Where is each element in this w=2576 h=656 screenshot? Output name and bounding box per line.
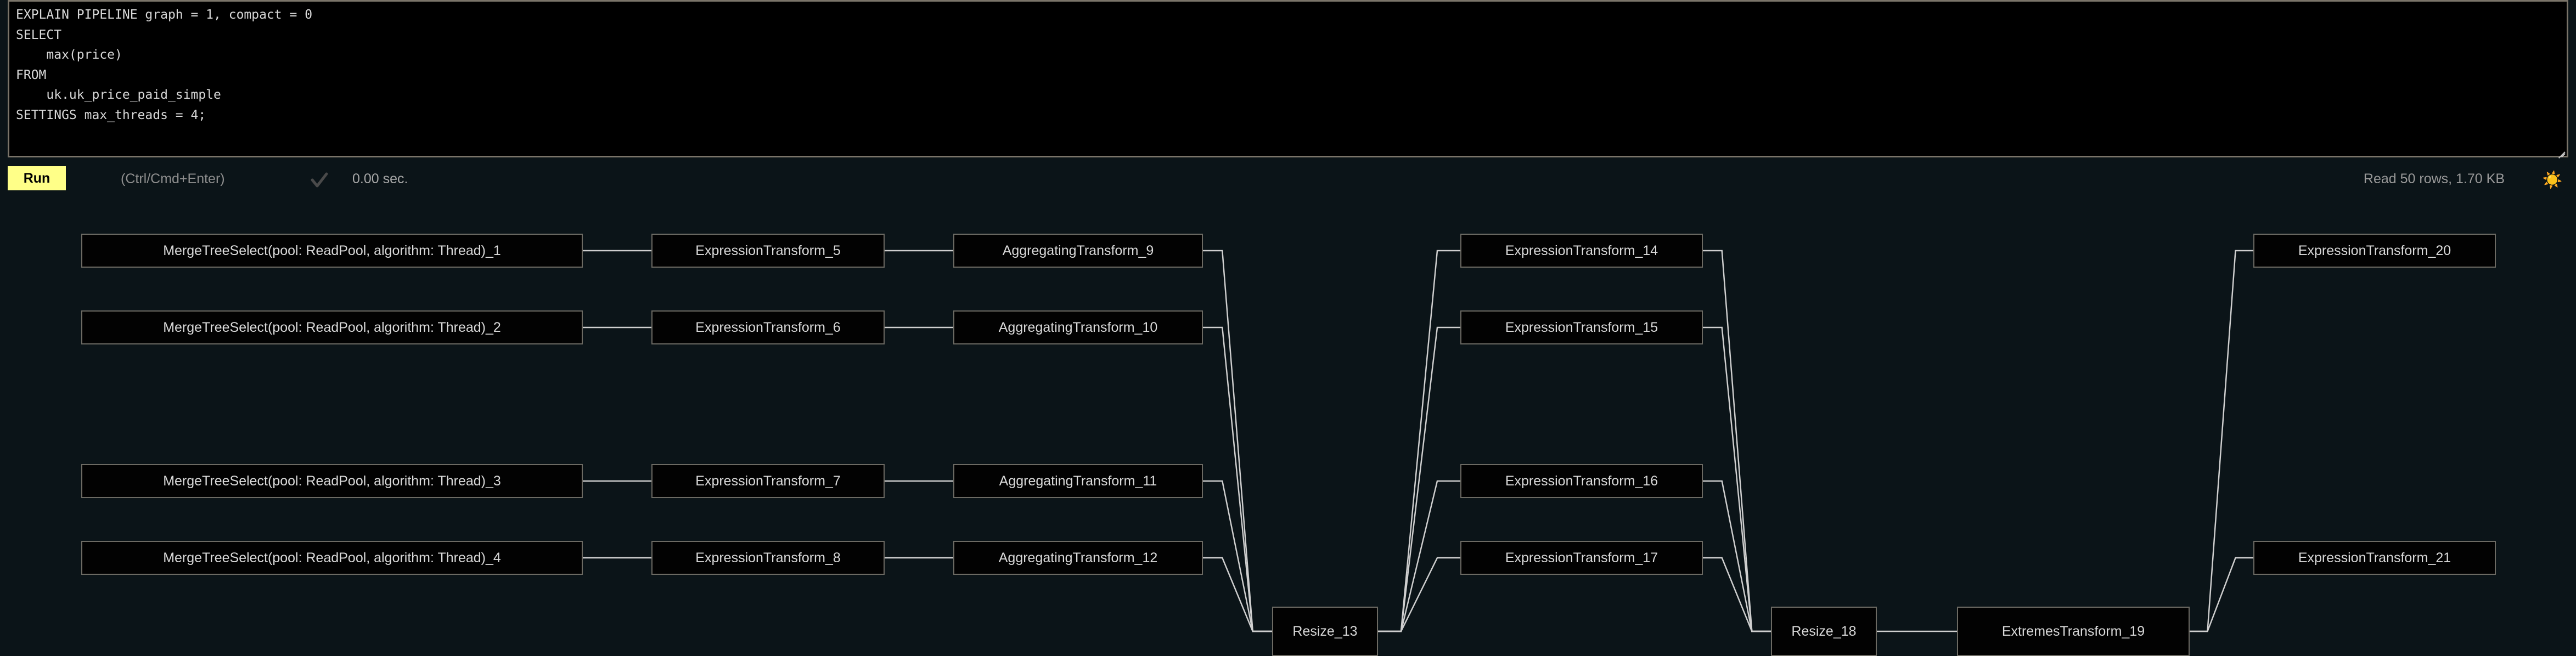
sql-query-input[interactable] xyxy=(8,0,2568,157)
check-icon xyxy=(308,169,330,191)
run-shortcut-hint: (Ctrl/Cmd+Enter) xyxy=(121,171,225,186)
run-button[interactable]: Run xyxy=(8,166,66,190)
graph-edge-agg9-to-rs13 xyxy=(1203,250,1272,632)
graph-edge-et17-to-rs18 xyxy=(1703,557,1771,632)
pipeline-graph: MergeTreeSelect(pool: ReadPool, algorith… xyxy=(0,197,2576,656)
graph-node-label: MergeTreeSelect(pool: ReadPool, algorith… xyxy=(163,319,501,335)
graph-node-label: ExpressionTransform_20 xyxy=(2298,242,2451,258)
graph-node-rs13[interactable]: Resize_13 xyxy=(1272,607,1378,656)
sql-editor-panel xyxy=(8,0,2568,159)
graph-edge-et15-to-rs18 xyxy=(1703,326,1771,632)
graph-edge-agg12-to-rs13 xyxy=(1203,557,1272,632)
read-stats-label: Read 50 rows, 1.70 KB xyxy=(2363,171,2505,186)
graph-node-mts4[interactable]: MergeTreeSelect(pool: ReadPool, algorith… xyxy=(81,541,583,575)
elapsed-time-label: 0.00 sec. xyxy=(352,171,408,186)
sun-icon[interactable]: ☀️ xyxy=(2542,171,2563,189)
graph-node-mts2[interactable]: MergeTreeSelect(pool: ReadPool, algorith… xyxy=(81,310,583,344)
graph-edge-rs13-to-et15 xyxy=(1378,326,1460,632)
graph-node-label: ExpressionTransform_15 xyxy=(1505,319,1658,335)
graph-node-et5[interactable]: ExpressionTransform_5 xyxy=(651,234,885,268)
graph-node-agg10[interactable]: AggregatingTransform_10 xyxy=(953,310,1203,344)
graph-node-label: AggregatingTransform_12 xyxy=(998,550,1158,565)
graph-edge-et14-to-rs18 xyxy=(1703,250,1771,632)
graph-node-rs18[interactable]: Resize_18 xyxy=(1771,607,1877,656)
graph-node-label: ExpressionTransform_7 xyxy=(695,473,841,489)
graph-node-label: MergeTreeSelect(pool: ReadPool, algorith… xyxy=(163,473,501,489)
graph-node-et8[interactable]: ExpressionTransform_8 xyxy=(651,541,885,575)
graph-node-label: ExpressionTransform_6 xyxy=(695,319,841,335)
graph-node-et17[interactable]: ExpressionTransform_17 xyxy=(1460,541,1703,575)
graph-node-label: ExpressionTransform_21 xyxy=(2298,550,2451,565)
graph-node-agg12[interactable]: AggregatingTransform_12 xyxy=(953,541,1203,575)
graph-node-et16[interactable]: ExpressionTransform_16 xyxy=(1460,464,1703,498)
graph-node-label: ExpressionTransform_14 xyxy=(1505,242,1658,258)
graph-edge-ex19-to-et20 xyxy=(2190,250,2253,632)
graph-edge-rs13-to-et16 xyxy=(1378,480,1460,632)
graph-node-label: ExtremesTransform_19 xyxy=(2001,623,2145,639)
graph-node-agg11[interactable]: AggregatingTransform_11 xyxy=(953,464,1203,498)
graph-node-et20[interactable]: ExpressionTransform_20 xyxy=(2253,234,2496,268)
query-toolbar: Run (Ctrl/Cmd+Enter) 0.00 sec. Read 50 r… xyxy=(0,162,2576,194)
graph-node-label: MergeTreeSelect(pool: ReadPool, algorith… xyxy=(163,550,501,565)
graph-node-label: ExpressionTransform_17 xyxy=(1505,550,1658,565)
graph-node-et21[interactable]: ExpressionTransform_21 xyxy=(2253,541,2496,575)
graph-node-et14[interactable]: ExpressionTransform_14 xyxy=(1460,234,1703,268)
graph-node-label: AggregatingTransform_11 xyxy=(999,473,1157,489)
graph-node-label: AggregatingTransform_10 xyxy=(998,319,1158,335)
graph-edge-agg10-to-rs13 xyxy=(1203,326,1272,632)
graph-edge-agg11-to-rs13 xyxy=(1203,480,1272,632)
graph-node-et7[interactable]: ExpressionTransform_7 xyxy=(651,464,885,498)
graph-edge-ex19-to-et21 xyxy=(2190,557,2253,632)
graph-node-ex19[interactable]: ExtremesTransform_19 xyxy=(1957,607,2190,656)
graph-node-agg9[interactable]: AggregatingTransform_9 xyxy=(953,234,1203,268)
graph-node-mts3[interactable]: MergeTreeSelect(pool: ReadPool, algorith… xyxy=(81,464,583,498)
graph-edge-et16-to-rs18 xyxy=(1703,480,1771,632)
graph-node-label: ExpressionTransform_5 xyxy=(695,242,841,258)
graph-node-et15[interactable]: ExpressionTransform_15 xyxy=(1460,310,1703,344)
graph-node-label: MergeTreeSelect(pool: ReadPool, algorith… xyxy=(163,242,501,258)
graph-node-label: ExpressionTransform_16 xyxy=(1505,473,1658,489)
graph-edge-rs13-to-et14 xyxy=(1378,250,1460,632)
graph-edge-rs13-to-et17 xyxy=(1378,557,1460,632)
graph-node-label: Resize_18 xyxy=(1791,623,1857,639)
graph-node-et6[interactable]: ExpressionTransform_6 xyxy=(651,310,885,344)
graph-node-label: Resize_13 xyxy=(1292,623,1358,639)
graph-node-mts1[interactable]: MergeTreeSelect(pool: ReadPool, algorith… xyxy=(81,234,583,268)
graph-node-label: ExpressionTransform_8 xyxy=(695,550,841,565)
graph-node-label: AggregatingTransform_9 xyxy=(1002,242,1154,258)
